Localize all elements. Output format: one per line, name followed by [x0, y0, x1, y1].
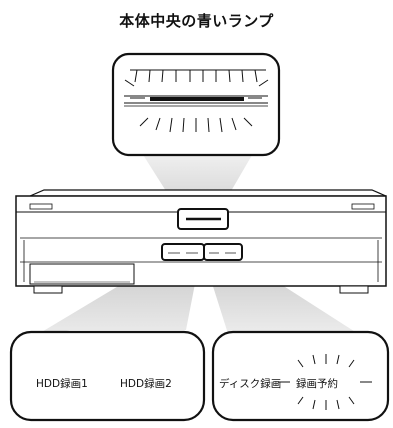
hdd-recording-1-label: HDD録画1 — [36, 378, 88, 390]
hdd-lamps-highlight — [161, 243, 205, 261]
recorder-body — [15, 189, 387, 294]
hdd-recording-2-label: HDD録画2 — [120, 378, 172, 390]
recording-reservation-label: 録画予約 — [296, 378, 338, 390]
disc-lamps-highlight — [203, 243, 243, 261]
disc-callout — [211, 330, 390, 422]
hdd-callout — [9, 330, 206, 422]
center-lamp-callout — [111, 52, 281, 157]
diagram-title: 本体中央の青いランプ — [119, 12, 274, 30]
center-lamp-highlight — [177, 208, 229, 230]
disc-recording-label: ディスク録画 — [219, 378, 282, 390]
